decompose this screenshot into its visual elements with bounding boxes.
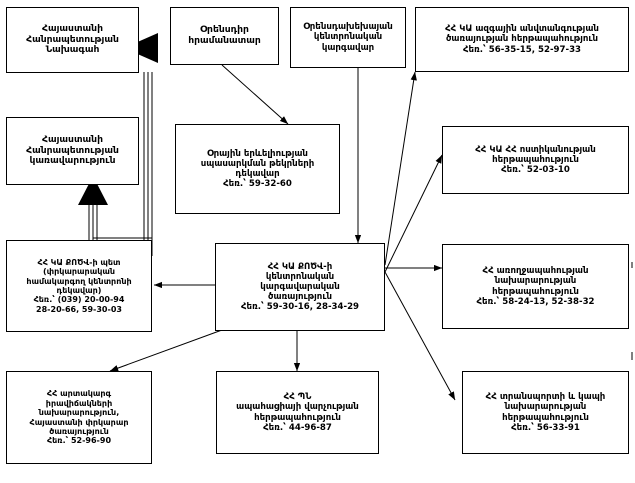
node-health-ministry[interactable]: ՀՀ առողջապահության նախարարության հերթապա… [442, 244, 629, 329]
edge-chief-to-government [78, 176, 152, 247]
node-central-dispatcher[interactable]: Օրենսդախեխայան կենտրոնական կարգավար [290, 7, 406, 68]
node-emergency-ministry-line-2: նախարարություն, [38, 408, 120, 418]
node-pbov-chief-line-4: Հեռ.՝ (039) 20-00-94 [33, 295, 125, 305]
node-transport-ministry-line-1: նախարարության [504, 402, 587, 413]
node-government-line-0: Հայաստանի [42, 133, 103, 145]
node-central-dispatcher-line-0: Օրենսդախեխայան [303, 22, 393, 33]
edge-chief-to-president [105, 33, 158, 256]
node-emergency-ministry-line-1: իրավիճակների [45, 398, 113, 408]
node-national-security-line-1: ծառայության հերթապահություն [445, 34, 599, 45]
node-president[interactable]: Հայաստանի Հանրապետության Նախագահ [6, 7, 139, 73]
node-central-dispatch-service-line-2: կարգավարական [260, 281, 340, 292]
node-government-line-2: կառավարություն [29, 155, 116, 167]
node-police-line-1: հերթապահություն [492, 154, 579, 165]
node-central-dispatcher-line-2: կարգավար [321, 42, 375, 53]
node-president-line-2: Նախագահ [45, 44, 100, 56]
node-transport-ministry-line-0: ՀՀ տրանսպորտի և կապի [485, 392, 606, 403]
node-police-line-2: Հեռ.՝ 52-03-10 [501, 165, 570, 176]
node-central-dispatch-service-line-4: Հեռ.՝ 59-30-16, 28-34-29 [240, 302, 360, 313]
edge-service-to-natsec [384, 71, 417, 266]
node-legislative-commander-line-0: Օրենսդիր [200, 24, 249, 36]
node-emergency-ministry-line-3: Հայաստանի փրկարար [29, 417, 129, 427]
edge-commander-to-servicepoints [221, 64, 289, 125]
node-legislative-commander[interactable]: Օրենսդիր հրամանատար [170, 7, 279, 65]
node-president-line-1: Հանրապետության [26, 33, 119, 45]
node-national-security[interactable]: ՀՀ ԿԱ ազգային անվտանգության ծառայության … [415, 7, 629, 72]
node-emergency-ministry-line-4: ծառայություն [49, 426, 109, 436]
node-health-ministry-line-2: հերթապահություն [492, 286, 579, 297]
node-defense-ministry[interactable]: ՀՀ ՊՆ ապահացիայի վարչության հերթապահությ… [216, 371, 379, 454]
node-pbov-chief-line-3: դեկավար) [56, 286, 102, 295]
node-transport-ministry-line-2: հերթապահություն [502, 412, 589, 423]
node-emergency-ministry[interactable]: ՀՀ արտակարգ իրավիճակների նախարարություն,… [6, 371, 152, 464]
node-pbov-chief-line-0: ՀՀ ԿԱ ՔՈԾՎ-ի պետ [37, 257, 121, 267]
node-government-line-1: Հանրապետության [26, 144, 119, 156]
node-transport-ministry-line-3: Հեռ.՝ 56-33-91 [511, 422, 580, 433]
node-president-line-0: Հայաստանի [42, 22, 103, 34]
node-pbov-chief[interactable]: ՀՀ ԿԱ ՔՈԾՎ-ի պետ (փրկարարական համակարգող… [6, 240, 152, 332]
node-pbov-chief-line-5: 28-20-66, 59-30-03 [36, 304, 122, 314]
node-national-security-line-0: ՀՀ ԿԱ ազգային անվտանգության [445, 24, 599, 35]
node-police[interactable]: ՀՀ ԿԱ ՀՀ ոստիկանության հերթապահություն Հ… [442, 126, 629, 194]
node-health-ministry-line-1: նախարարության [494, 276, 577, 287]
node-service-points-line-3: Հեռ.՝ 59-32-60 [223, 179, 292, 190]
node-pbov-chief-line-2: համակարգող կենտրոնի [26, 276, 132, 286]
node-central-dispatcher-line-1: կենտրոնական [313, 32, 383, 43]
edge-service-to-transport [384, 271, 456, 401]
edge-service-to-police [384, 154, 443, 273]
node-emergency-ministry-line-0: ՀՀ արտակարգ [46, 389, 112, 399]
node-legislative-commander-line-1: հրամանատար [188, 35, 261, 46]
node-emergency-ministry-line-5: Հեռ.՝ 52-96-90 [46, 436, 112, 446]
node-service-points[interactable]: Օրային երևելիության սպասարկման թեկրների … [175, 124, 340, 214]
node-service-points-line-0: Օրային երևելիության [207, 148, 308, 159]
node-defense-ministry-line-0: ՀՀ ՊՆ [283, 392, 312, 403]
node-central-dispatch-service-line-1: կենտրոնական [265, 271, 335, 282]
node-central-dispatch-service-line-3: ծառայություն [268, 292, 332, 303]
node-health-ministry-line-3: Հեռ.՝ 58-24-13, 52-38-32 [476, 296, 595, 307]
node-health-ministry-line-0: ՀՀ առողջապահության [482, 266, 589, 277]
node-government[interactable]: Հայաստանի Հանրապետության կառավարություն [6, 117, 139, 185]
node-transport-ministry[interactable]: ՀՀ տրանսպորտի և կապի նախարարության հերթա… [462, 371, 629, 454]
node-defense-ministry-line-3: Հեռ.՝ 44-96-87 [263, 422, 332, 433]
node-service-points-line-1: սպասարկման թեկրների [200, 158, 315, 169]
node-central-dispatch-service[interactable]: ՀՀ ԿԱ ՔՈԾՎ-ի կենտրոնական կարգավարական ծա… [215, 243, 385, 331]
node-defense-ministry-line-2: հերթապահություն [254, 412, 341, 423]
node-pbov-chief-line-1: (փրկարարական [42, 267, 115, 277]
edge-service-to-emergency [109, 329, 223, 372]
node-defense-ministry-line-1: ապահացիայի վարչության [236, 402, 359, 413]
node-police-line-0: ՀՀ ԿԱ ՀՀ ոստիկանության [475, 144, 596, 155]
node-national-security-line-2: Հեռ.՝ 56-35-15, 52-97-33 [462, 44, 582, 55]
node-service-points-line-2: դեկավար [235, 169, 280, 179]
node-central-dispatch-service-line-0: ՀՀ ԿԱ ՔՈԾՎ-ի [267, 261, 333, 272]
